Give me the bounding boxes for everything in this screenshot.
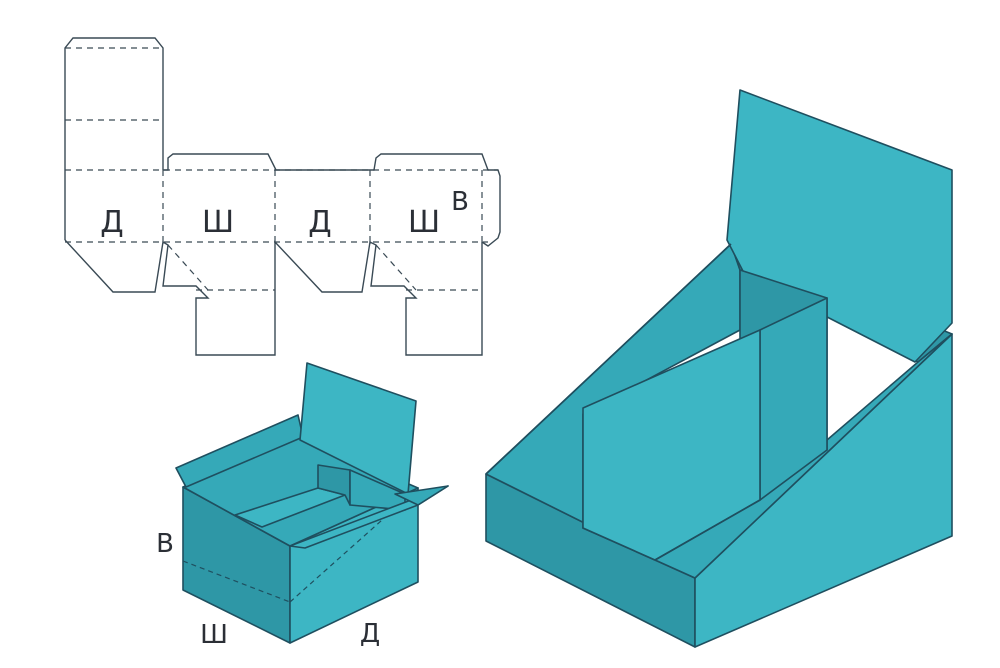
box-right-flap-edge <box>394 485 449 506</box>
box-height-label: В <box>156 529 174 559</box>
net-bottom-edge <box>64 239 483 356</box>
hidden-edge <box>182 560 291 603</box>
net-panel-label: Ш <box>202 205 234 240</box>
net-top-edge <box>163 153 501 247</box>
hidden-edge <box>289 487 419 603</box>
box-width-label: Ш <box>200 620 228 650</box>
display-floor-edge <box>654 499 761 561</box>
net-tab-label: В <box>451 187 469 217</box>
display-top-edge <box>485 243 732 475</box>
fold-line <box>167 244 209 291</box>
box-dieline-net: Д Ш Д Ш В <box>64 37 501 356</box>
net-panel-label: Д <box>308 205 331 240</box>
box-length-label: Д <box>360 619 380 649</box>
counter-display-box <box>485 89 953 648</box>
top-lid-flap <box>64 37 164 240</box>
net-panel-label: Ш <box>408 205 440 240</box>
net-panel-label: Д <box>100 205 123 240</box>
small-shipping-box: В Ш Д <box>156 362 449 650</box>
fold-line <box>375 244 417 291</box>
